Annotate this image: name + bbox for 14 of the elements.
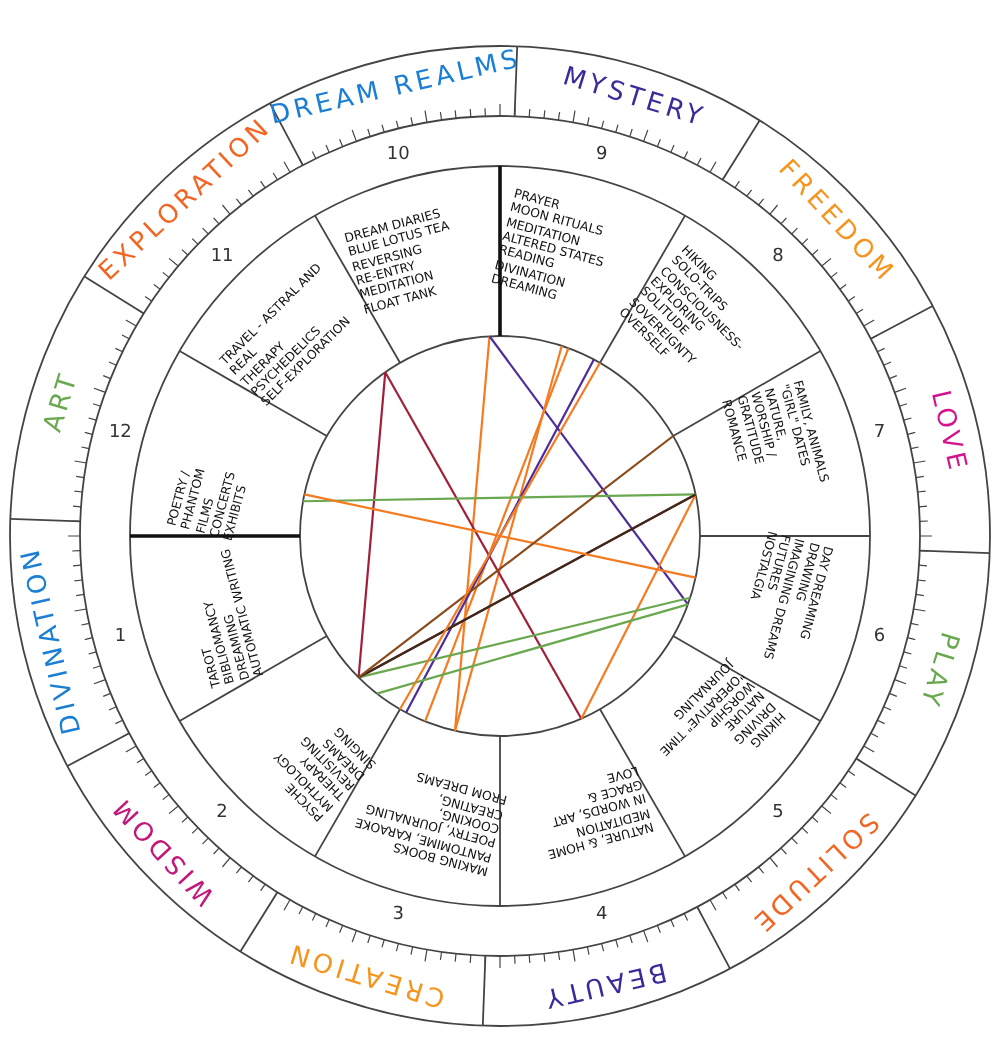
house-number: 12 bbox=[108, 425, 132, 444]
house-number: 1 bbox=[114, 628, 127, 647]
house-number: 8 bbox=[772, 249, 784, 268]
house-number: 10 bbox=[386, 147, 410, 166]
house-number: 2 bbox=[216, 804, 228, 823]
house-number: 5 bbox=[772, 804, 784, 823]
house-number: 4 bbox=[595, 906, 608, 925]
theme-label: LOVE bbox=[925, 389, 970, 477]
theme-label: PLAY bbox=[915, 628, 963, 712]
house-number: 6 bbox=[873, 628, 886, 647]
house-number: 7 bbox=[873, 425, 886, 444]
theme-label: ART bbox=[39, 368, 83, 436]
house-number: 3 bbox=[392, 906, 404, 925]
house-number: 9 bbox=[595, 147, 608, 166]
